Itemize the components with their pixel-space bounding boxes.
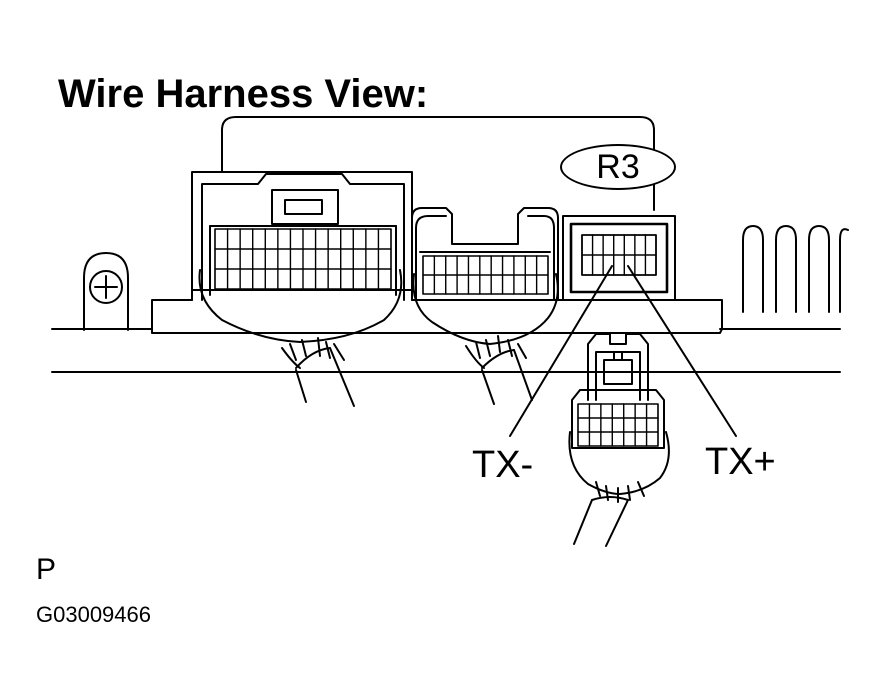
figure-code: G03009466 — [36, 602, 151, 627]
large-connector-left — [191, 171, 413, 343]
mating-plug — [568, 333, 670, 547]
connector-id-label: R3 — [596, 147, 640, 186]
wire-bundle-middle — [465, 335, 533, 405]
tx-plus-leader — [627, 265, 737, 437]
terminal-label-tx-minus: TX- — [472, 444, 534, 486]
r3-connector — [562, 215, 676, 301]
middle-connector — [411, 207, 559, 345]
ecu-housing-outline — [221, 116, 655, 211]
wire-bundle-left — [281, 337, 355, 407]
connector-id-badge: R3 — [560, 144, 676, 190]
cooling-fins — [742, 225, 849, 313]
diagram-title: Wire Harness View: — [58, 72, 429, 116]
screw-boss — [83, 252, 129, 331]
tx-minus-leader — [509, 265, 613, 437]
terminal-label-tx-plus: TX+ — [705, 441, 776, 483]
corner-mark: P — [36, 553, 57, 586]
